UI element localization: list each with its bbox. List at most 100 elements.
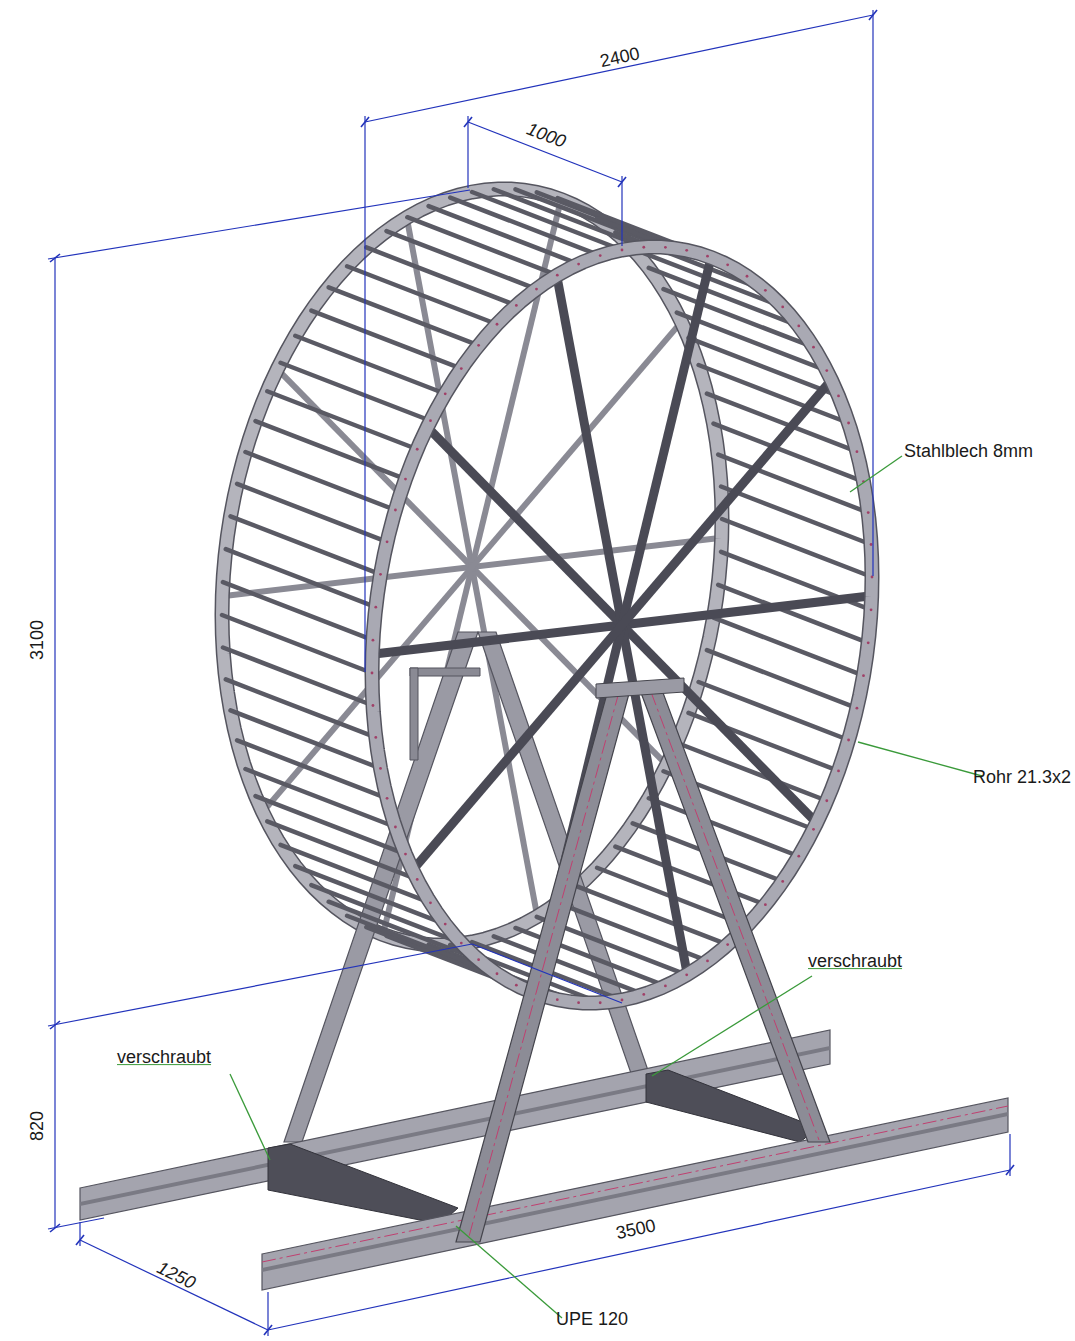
bolt-hole	[371, 672, 374, 675]
bolt-hole	[867, 641, 870, 644]
front-ring-group	[371, 246, 874, 1004]
bolt-hole	[394, 509, 397, 512]
bolt-hole	[870, 543, 873, 546]
rung-tube	[494, 189, 644, 247]
rung-tube	[226, 549, 376, 607]
rung-tube	[649, 798, 799, 856]
cross-beam	[268, 1144, 458, 1224]
bolt-hole	[599, 254, 602, 257]
axis-line	[262, 1106, 1008, 1262]
dimension-label: 3500	[614, 1216, 657, 1244]
dimension-line	[365, 15, 873, 122]
bolt-hole	[847, 739, 850, 742]
bolt-hole	[726, 943, 729, 946]
bolt-hole	[444, 392, 447, 395]
dimension-line	[80, 1240, 268, 1330]
rung-tube	[223, 648, 373, 706]
bolt-hole	[416, 878, 419, 881]
bolt-hole	[685, 249, 688, 252]
rung-group	[222, 189, 872, 1003]
rung-tube	[222, 615, 372, 673]
rung-tube	[329, 287, 479, 345]
dimension-line	[268, 1170, 1010, 1330]
upe-flange	[262, 1112, 1008, 1272]
bolt-hole	[685, 973, 688, 976]
bolt-hole	[764, 289, 767, 292]
leader-line	[858, 742, 982, 776]
rung-tube	[707, 650, 857, 708]
rung-tube	[721, 486, 871, 544]
bolt-hole	[404, 853, 407, 856]
rung-tube	[615, 847, 765, 905]
note-label: verschraubt	[117, 1048, 211, 1068]
bolt-hole	[871, 576, 874, 579]
rung-tube	[245, 452, 395, 510]
bolt-hole	[856, 450, 859, 453]
ring-edge	[372, 247, 872, 1003]
bolt-hole	[726, 263, 729, 266]
extension-line	[364, 116, 365, 672]
spoke-tube	[413, 380, 832, 870]
bolt-hole	[374, 736, 377, 739]
rung-tube	[237, 740, 387, 798]
bolt-hole	[429, 901, 432, 904]
bolt-hole	[812, 828, 815, 831]
bolt-hole	[621, 999, 624, 1002]
rung-tube	[245, 769, 395, 827]
rung-tube	[231, 516, 381, 574]
rung-tube	[280, 363, 430, 421]
leader-lines	[230, 456, 982, 1318]
bolt-hole	[621, 249, 624, 252]
bolt-hole	[372, 639, 375, 642]
rung-tube	[713, 618, 863, 676]
stand-leg	[456, 690, 630, 1242]
bolt-hole	[706, 960, 709, 963]
bolt-hole	[416, 448, 419, 451]
spoke-tube	[263, 322, 682, 812]
bolt-hole	[386, 540, 389, 543]
rung-tube	[255, 421, 405, 479]
dimension-label: 3100	[28, 620, 48, 660]
bolt-hole	[477, 958, 480, 961]
rung-tube	[267, 391, 417, 449]
dimension-lines	[48, 10, 1014, 1336]
extension-line	[467, 116, 468, 188]
base-frame	[80, 1030, 1008, 1290]
bolt-hole	[746, 275, 749, 278]
rung-tube	[347, 266, 497, 324]
bolt-hole	[867, 511, 870, 514]
dimension-line	[54, 258, 55, 1025]
dimension-label: 1250	[154, 1258, 199, 1293]
bolt-hole	[812, 346, 815, 349]
bolt-hole	[577, 1001, 580, 1004]
rung-tube	[231, 710, 381, 768]
front-stand	[456, 678, 830, 1242]
bolt-hole	[847, 422, 850, 425]
bolt-hole	[477, 344, 480, 347]
ring-edge	[222, 189, 722, 945]
rung-tube	[311, 311, 461, 369]
rung-tube	[494, 936, 644, 994]
bolt-hole	[837, 770, 840, 773]
bolt-hole	[372, 704, 375, 707]
bolt-hole	[797, 855, 800, 858]
bolt-hole	[556, 274, 559, 277]
bolt-hole	[556, 998, 559, 1001]
extension-line	[48, 944, 472, 1026]
leader-line	[850, 456, 902, 492]
axis-line	[468, 692, 619, 1240]
bolt-hole	[374, 606, 377, 609]
bolt-hole	[825, 799, 828, 802]
dimension-label: 2400	[598, 44, 641, 72]
bolt-hole	[515, 304, 518, 307]
stand-leg	[284, 632, 478, 1142]
bolt-hole	[460, 942, 463, 945]
bolt-hole	[496, 972, 499, 975]
dimension-line	[54, 1025, 55, 1228]
rung-tube	[515, 189, 665, 247]
bolt-hole	[386, 797, 389, 800]
leader-line	[230, 1074, 270, 1160]
bolt-hole	[825, 369, 828, 372]
bolt-hole	[404, 478, 407, 481]
